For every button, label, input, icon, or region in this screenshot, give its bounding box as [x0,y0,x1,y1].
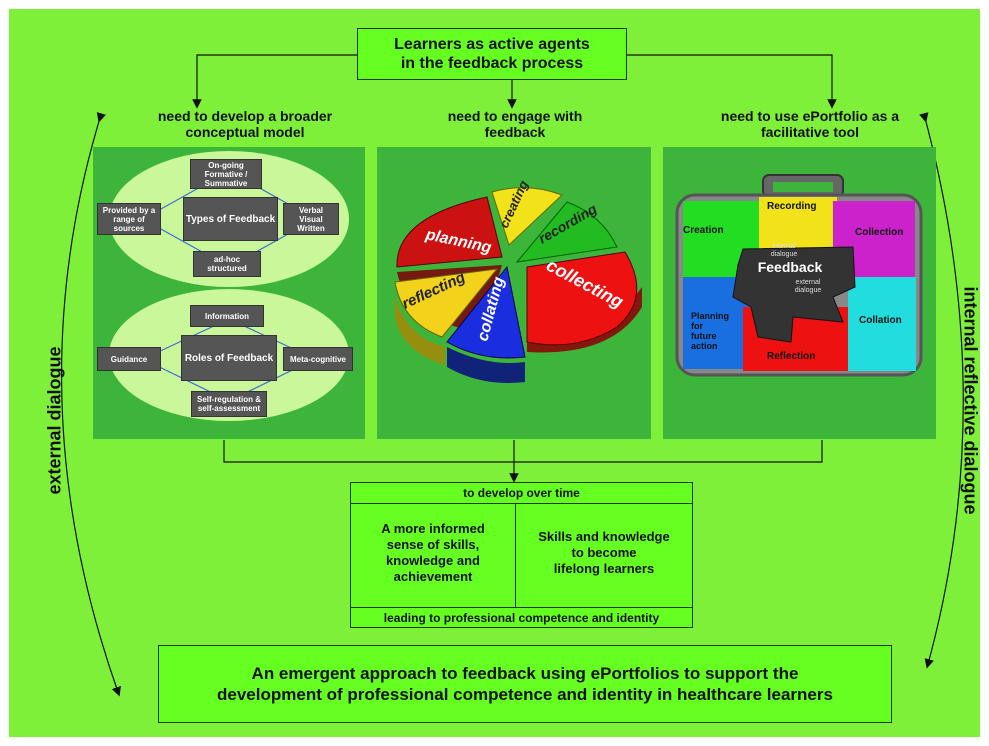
heading-right: need to use ePortfolio as a facilitative… [680,108,940,140]
internal-dialogue-arc [919,112,964,669]
title-line-1: Learners as active agents [394,36,590,53]
external-dialogue-arc [60,112,121,697]
heading-left-line-2: conceptual model [185,124,305,140]
heading-left-line-1: need to develop a broader [157,108,333,124]
connector-panels-bracket [223,440,823,463]
title-box: Learners as active agents in the feedbac… [357,28,627,80]
puzzle-label-planning: Planning for future action [691,311,729,351]
conclusion-box: An emergent approach to feedback using e… [158,645,892,723]
pie-slice-creating [491,187,563,246]
pie-slice-reflecting [394,268,499,338]
conceptual-model-panel: Types of Feedback On-going Formative / S… [93,147,365,439]
side-label-internal: internal reflective dialogue [960,286,981,515]
piece-recording [759,197,837,249]
pie-slice-planning [396,196,503,268]
conclusion-line-2: development of professional competence a… [217,685,833,704]
heading-middle: need to engage with feedback [400,108,630,140]
pie-slice-recording [515,201,618,263]
roles-left-box: Guidance [97,347,161,371]
develop-table: to develop over time A more informed sen… [350,482,693,628]
heading-middle-line-1: need to engage with [447,108,583,124]
roles-center-box: Roles of Feedback [181,335,277,381]
conclusion-line-1: An emergent approach to feedback using e… [251,664,799,683]
develop-table-divider-bottom [351,607,692,608]
puzzle-center-label: Feedback [757,259,823,275]
engagement-panel: planning creating recording collecting c… [377,147,651,439]
puzzle-internal-label: internal dialogue [770,243,798,258]
eportfolio-panel: Feedback internal dialogue external dial… [663,147,936,439]
puzzle-external-label: external dialogue [794,279,822,294]
title-line-2: in the feedback process [400,55,584,72]
piece-feedback [732,246,856,343]
heading-right-line-2: facilitative tool [760,124,860,140]
heading-left: need to develop a broader conceptual mod… [110,108,380,140]
side-label-external: external dialogue [44,346,65,495]
piece-collation [848,277,916,371]
connector-to-left-heading [192,54,357,109]
puzzle-label-collection: Collection [855,227,904,238]
types-right-box: Verbal Visual Written [283,203,339,235]
types-center-box: Types of Feedback [183,197,278,241]
engagement-pie: planning creating recording collecting c… [394,178,642,383]
types-bottom-box: ad-hoc structured [193,251,261,277]
connector-to-right-heading [627,54,837,109]
develop-table-left: A more informed sense of skills, knowled… [381,521,485,584]
roles-right-box: Meta-cognitive [283,347,353,371]
develop-table-divider-middle [515,503,516,607]
roles-top-box: Information [190,305,264,327]
puzzle-label-reflection: Reflection [767,351,816,362]
develop-table-header: to develop over time [463,486,580,500]
puzzle-label-collation: Collation [859,315,902,326]
pie-slice-collecting [526,251,638,346]
heading-right-line-1: need to use ePortfolio as a [720,108,900,124]
eportfolio-puzzle [675,174,923,377]
types-top-box: On-going Formative / Summative [190,159,262,189]
develop-table-divider-top [351,503,692,504]
develop-table-footer: leading to professional competence and i… [383,611,660,625]
puzzle-label-recording: Recording [767,201,817,212]
puzzle-label-creation: Creation [683,225,724,236]
pie-slice-collating [446,265,526,359]
heading-middle-line-2: feedback [484,124,546,140]
roles-bottom-box: Self-regulation & self-assessment [191,391,267,417]
types-left-box: Provided by a range of sources [97,203,161,235]
develop-table-right: Skills and knowledge to become lifelong … [538,529,670,576]
